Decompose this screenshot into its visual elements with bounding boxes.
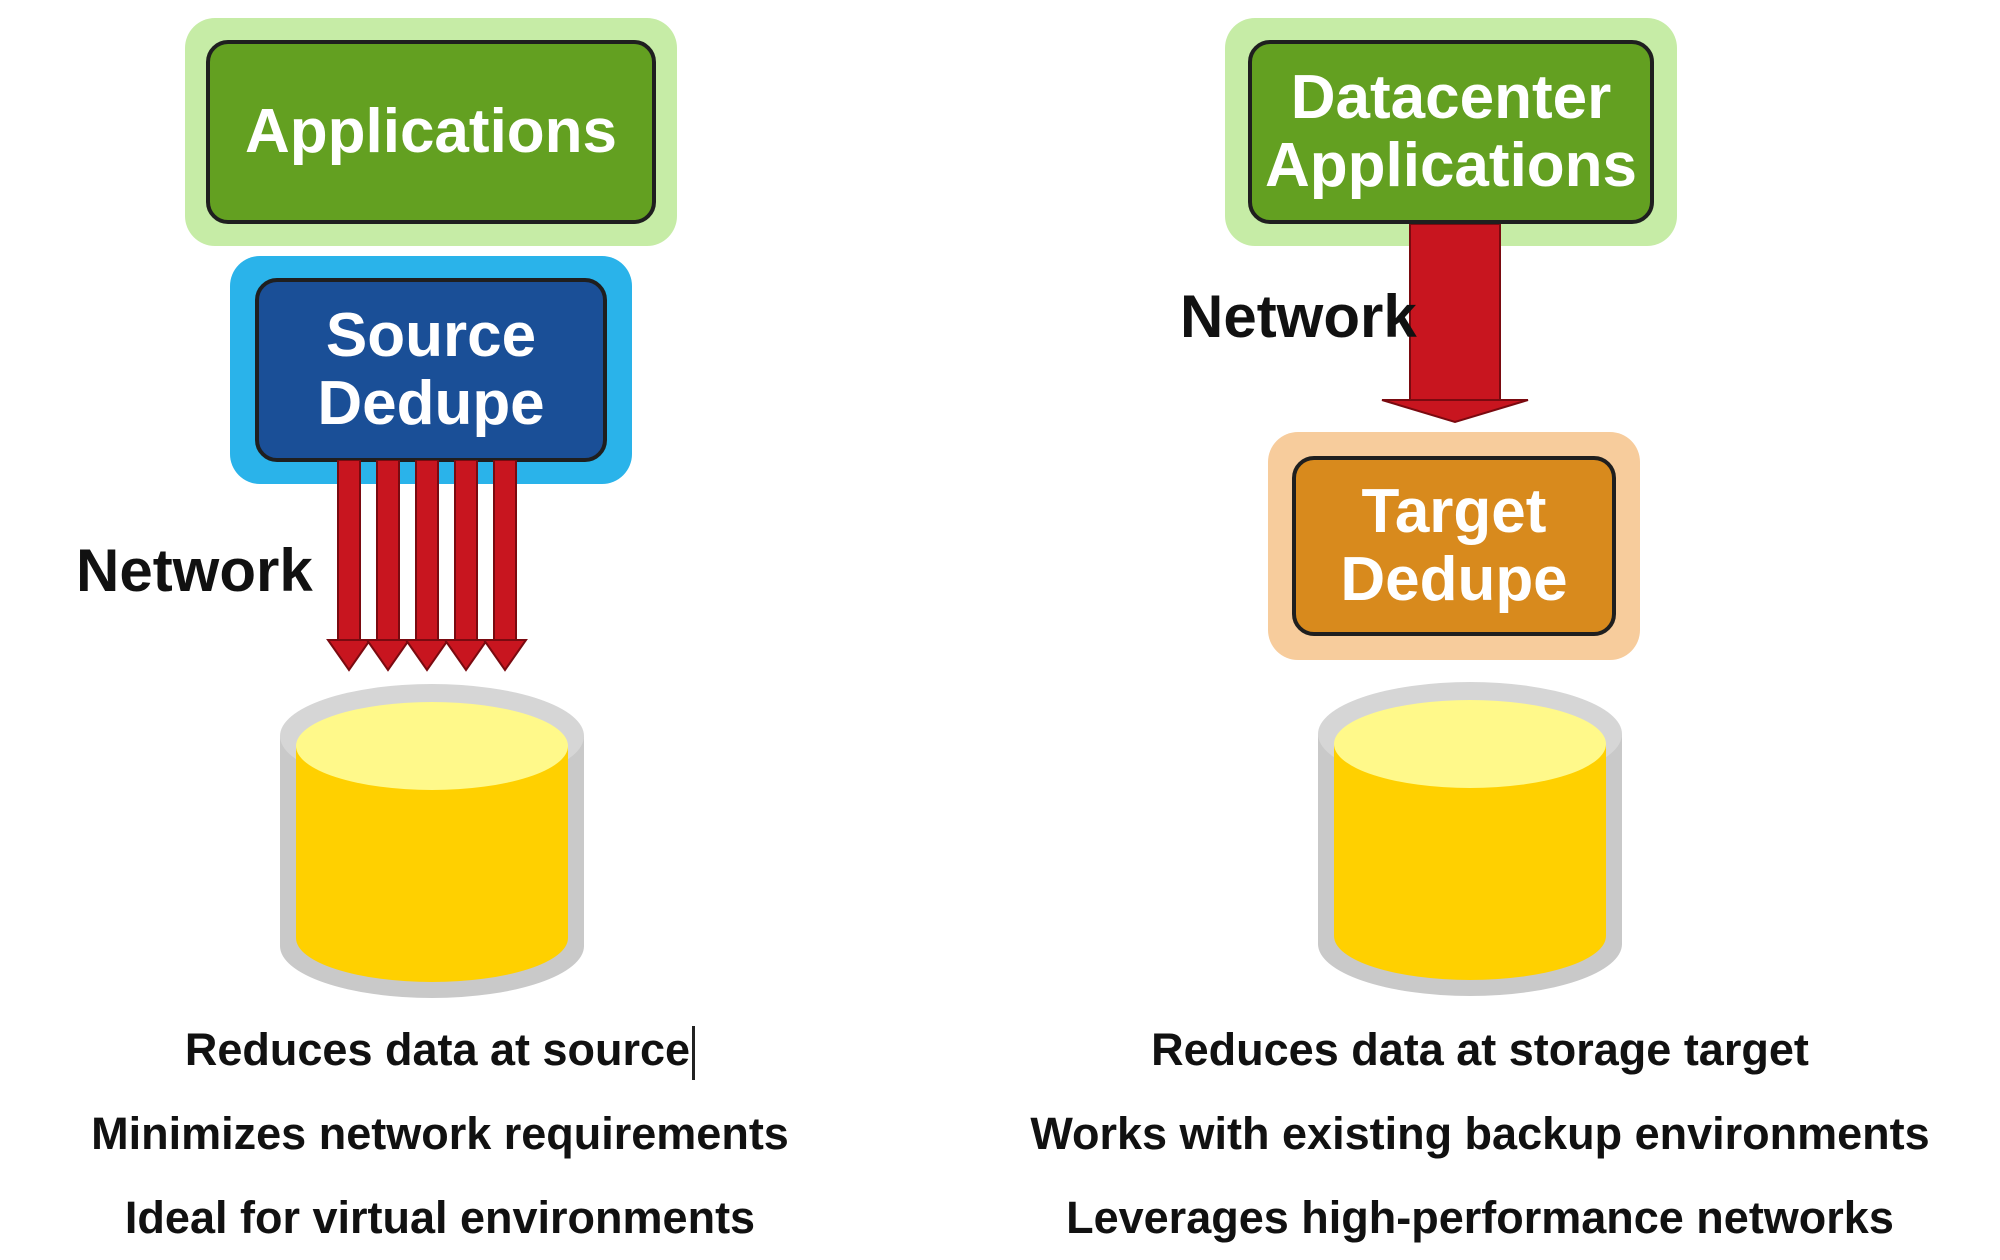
arrow-down-icon [1381,224,1529,424]
arrow-down-icon [482,460,528,672]
datacenter-applications-label: Datacenter Applications [1264,62,1638,200]
source-dedupe-label: Source Dedupe [317,300,545,438]
datacenter-applications-box: Datacenter Applications [1248,40,1654,224]
network-label: Network [76,537,313,604]
target-dedupe-diagram: Datacenter Applications Network Target D… [960,0,2000,1256]
target-dedupe-label: Target Dedupe [1340,476,1568,614]
network-arrows [326,460,528,672]
arrow-down-icon [443,460,489,672]
applications-box: Applications [206,40,656,224]
arrow-down-icon [365,460,411,672]
source-dedupe-box: Source Dedupe [255,278,607,462]
caption-item: Works with existing backup environments [1030,1108,1930,1159]
arrow-down-icon [404,460,450,672]
caption-item: Reduces data at storage target [1151,1024,1809,1075]
source-dedupe-diagram: Applications Source Dedupe Network [0,0,880,1256]
source-captions: Reduces data at source Minimizes network… [0,1008,880,1260]
caption-item: Reduces data at source [0,1008,880,1092]
storage-cylinder-icon [1318,682,1622,996]
storage-cylinder-icon [280,684,584,998]
caption-item: Minimizes network requirements [91,1108,789,1159]
network-label: Network [1180,283,1417,350]
caption-item: Leverages high-performance networks [1066,1192,1894,1243]
applications-label: Applications [244,96,618,166]
text-cursor [692,1026,696,1081]
target-captions: Reduces data at storage target Works wit… [960,1008,2000,1260]
network-arrow [1381,224,1529,424]
target-dedupe-box: Target Dedupe [1292,456,1616,636]
arrow-down-icon [326,460,372,672]
caption-item: Ideal for virtual environments [124,1192,756,1243]
